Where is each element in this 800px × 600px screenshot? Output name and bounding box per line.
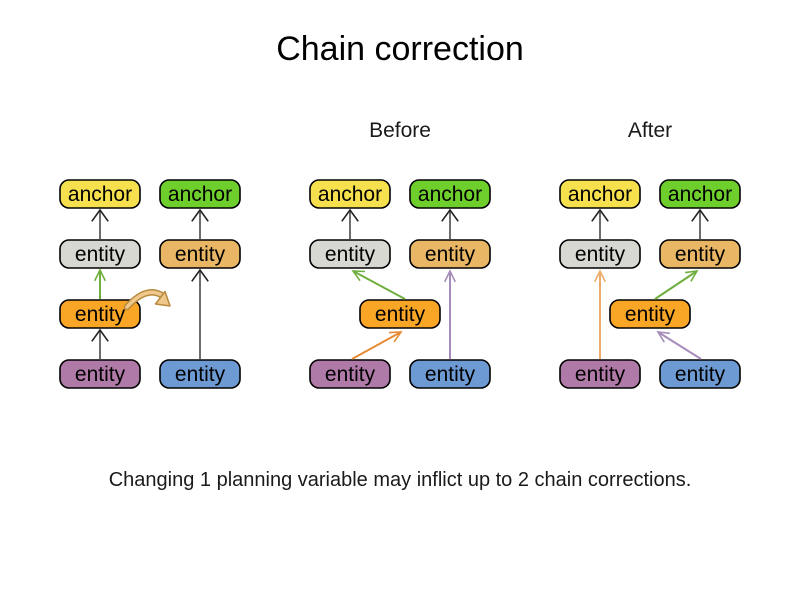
before-node-label: anchor (318, 183, 382, 206)
after-node-label: anchor (568, 183, 632, 206)
after-chain-arrowhead-icon (591, 208, 609, 222)
move-arrow-icon (125, 290, 165, 309)
current-chain-arrowhead-icon (191, 268, 209, 282)
before-node-label: anchor (418, 183, 482, 206)
current-node-label: entity (75, 303, 126, 326)
after-entity-node (659, 359, 741, 389)
label-before: Before (369, 119, 431, 142)
before-entity-node (409, 359, 491, 389)
current-entity-node (159, 239, 241, 269)
after-chain-arrow (657, 331, 702, 360)
after-entity-node (559, 359, 641, 389)
after-entity-node (659, 239, 741, 269)
after-entity-node (559, 239, 641, 269)
before-node-label: entity (325, 243, 376, 266)
before-anchor-node (409, 179, 491, 209)
before-chain-arrow (351, 331, 402, 360)
current-anchor-node (159, 179, 241, 209)
current-chain-arrowhead-icon (91, 208, 109, 222)
after-node-label: entity (575, 363, 626, 386)
after-chain-arrow (654, 270, 698, 300)
before-chain-arrow (352, 270, 406, 300)
current-node-label: entity (175, 363, 226, 386)
current-entity-node (59, 359, 141, 389)
current-chain-arrowhead-icon (93, 268, 107, 282)
after-node-label: entity (675, 243, 726, 266)
caption: Changing 1 planning variable may inflict… (108, 469, 692, 491)
after-chain-arrowhead-icon (691, 208, 709, 222)
before-node-label: entity (375, 303, 426, 326)
current-node-label: entity (75, 243, 126, 266)
page-title: Chain correction (276, 30, 524, 68)
current-node-label: entity (75, 363, 126, 386)
move-arrowhead-icon (154, 290, 171, 307)
current-entity-node (59, 239, 141, 269)
current-entity-node (159, 359, 241, 389)
after-chain-arrowhead-icon (656, 331, 670, 343)
current-anchor-node (59, 179, 141, 209)
before-chain-arrowhead-icon (341, 208, 359, 222)
after-chain-arrowhead-icon (684, 269, 699, 282)
current-node-label: anchor (168, 183, 232, 206)
before-chain-arrowhead-icon (351, 270, 366, 282)
before-entity-node (309, 359, 391, 389)
current-node-label: anchor (68, 183, 132, 206)
before-chain-arrowhead-icon (388, 331, 403, 343)
after-node-label: entity (575, 243, 626, 266)
before-entity-node (309, 239, 391, 269)
before-node-label: entity (425, 363, 476, 386)
after-chain-arrowhead-icon (593, 269, 607, 283)
current-node-label: entity (175, 243, 226, 266)
before-anchor-node (309, 179, 391, 209)
after-entity-node (609, 299, 691, 329)
after-anchor-node (559, 179, 641, 209)
before-entity-node (359, 299, 441, 329)
before-node-label: entity (325, 363, 376, 386)
current-chain-arrowhead-icon (91, 328, 109, 342)
before-chain-arrowhead-icon (443, 269, 457, 283)
after-anchor-node (659, 179, 741, 209)
current-entity-node (59, 299, 141, 329)
before-chain-arrowhead-icon (441, 208, 459, 222)
before-node-label: entity (425, 243, 476, 266)
current-chain-arrowhead-icon (191, 208, 209, 222)
after-node-label: entity (625, 303, 676, 326)
after-node-label: anchor (668, 183, 732, 206)
label-after: After (627, 119, 673, 142)
before-entity-node (409, 239, 491, 269)
after-node-label: entity (675, 363, 726, 386)
